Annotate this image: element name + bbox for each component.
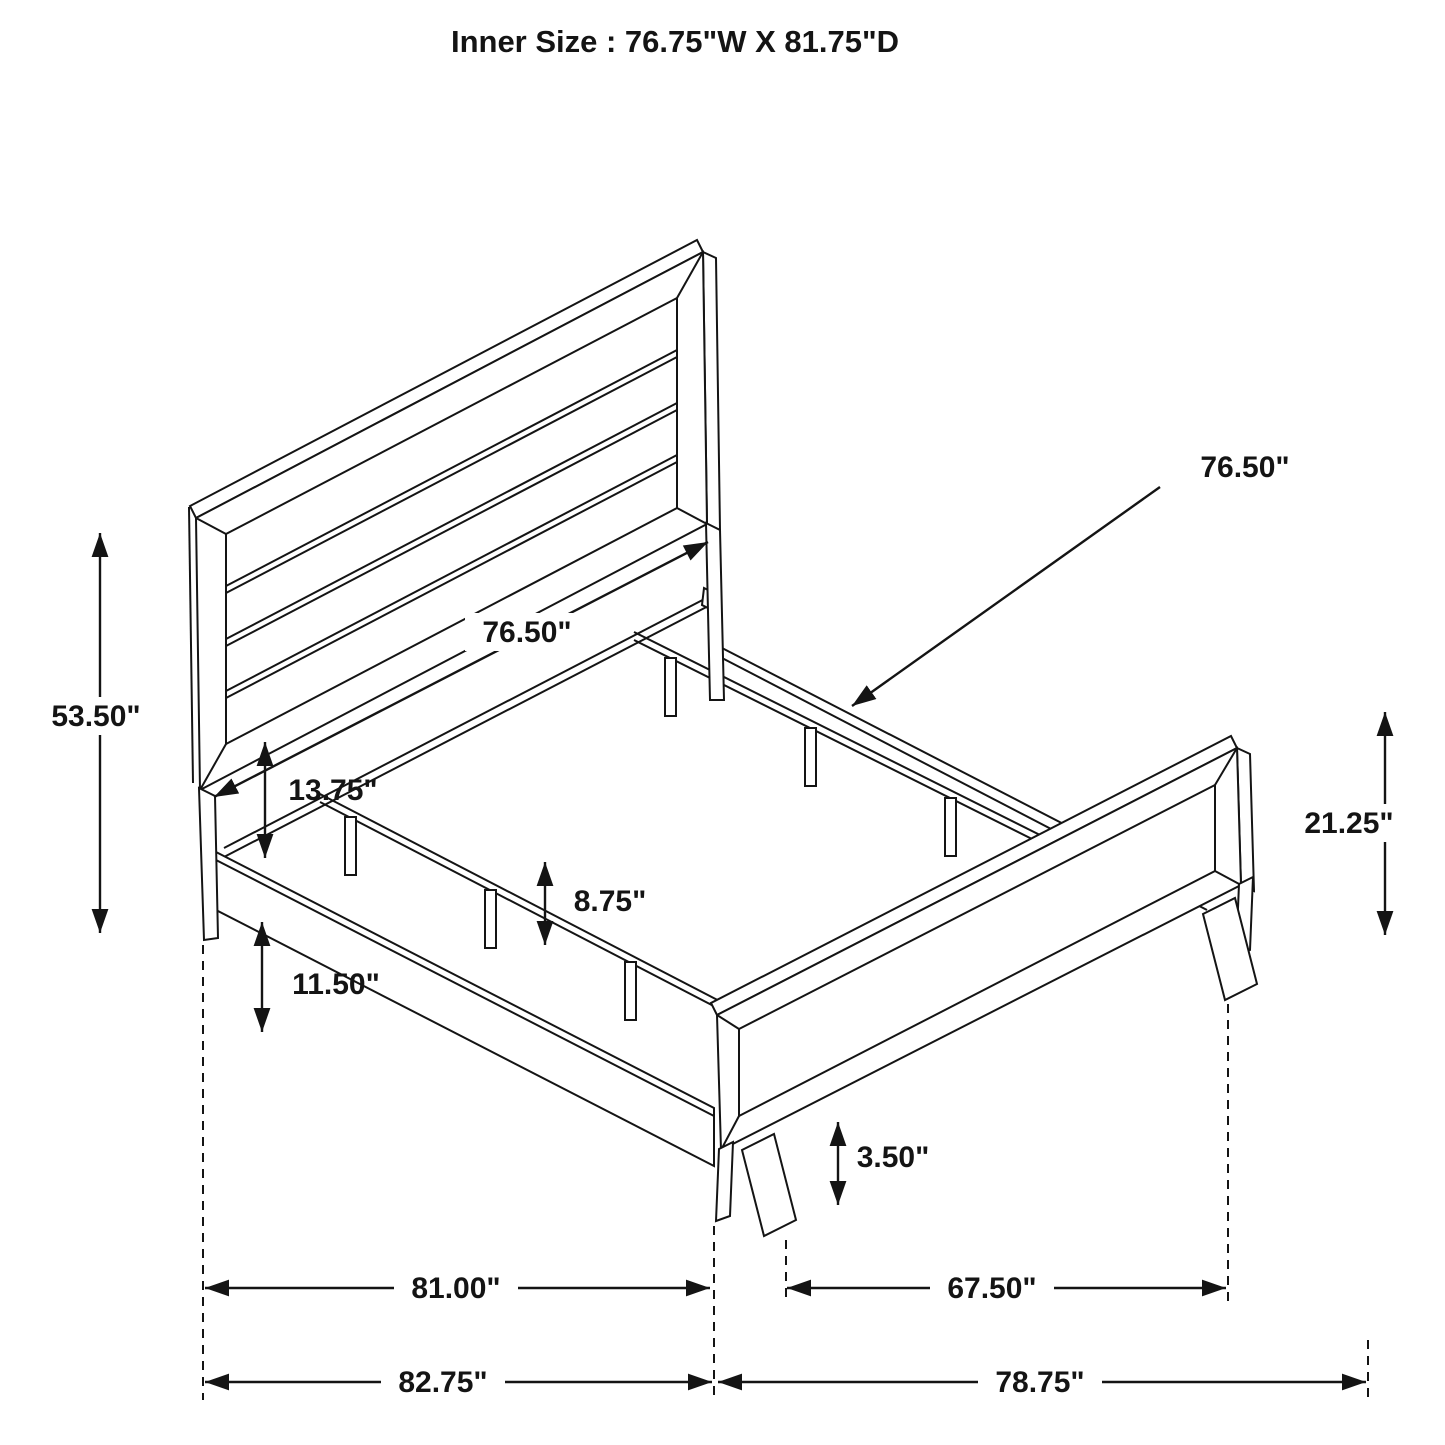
dim-headboard-width: 76.50" (213, 540, 709, 799)
dim-label: 8.75" (574, 885, 647, 918)
dim-label: 76.50" (1200, 451, 1289, 484)
dim-overall-length: 82.75" (205, 1363, 712, 1401)
footboard-right-foot (1201, 896, 1259, 1002)
headboard-left-leg (197, 786, 220, 942)
footboard-panel (715, 746, 1243, 1152)
dim-rail-to-floor: 11.50" (253, 922, 380, 1032)
projection-lines (202, 945, 1369, 1400)
support-rail-2 (633, 631, 1055, 857)
dim-foot-height: 3.50" (829, 1122, 930, 1205)
page-title: Inner Size : 76.75"W X 81.75"D (451, 24, 899, 59)
dim-footboard-height: 21.25" (1287, 712, 1411, 935)
footboard (709, 734, 1259, 1238)
dim-label: 13.75" (288, 774, 377, 807)
dim-rail-width: 76.50" (851, 451, 1290, 707)
dim-frame-length: 81.00" (205, 1269, 710, 1307)
footboard-left-foot (740, 1132, 798, 1238)
support-rail-1 (319, 793, 732, 1021)
dim-headboard-to-rail: 13.75" (256, 742, 378, 858)
dim-label: 11.50" (292, 968, 380, 1001)
dim-label: 21.25" (1304, 807, 1393, 840)
dimension-annotations: 53.50" 76.50" 76.50" 13.75" 11.50" 8.75" (38, 451, 1411, 1401)
support-leg (624, 961, 637, 1021)
dim-support-rail-height: 8.75" (536, 862, 647, 945)
dim-overall-width: 78.75" (718, 1363, 1366, 1401)
dim-label: 76.50" (482, 616, 571, 649)
dim-label: 53.50" (51, 700, 140, 733)
support-leg (944, 797, 957, 857)
support-leg (484, 889, 497, 949)
bed-frame-drawing (188, 238, 1259, 1238)
footboard-left-post (714, 1140, 735, 1223)
support-leg (344, 816, 357, 876)
support-leg (664, 657, 677, 717)
dim-footboard-span: 67.50" (787, 1269, 1226, 1307)
support-leg (804, 727, 817, 787)
dim-label: 78.75" (995, 1366, 1084, 1399)
dim-label: 3.50" (857, 1141, 930, 1174)
dim-headboard-height: 53.50" (38, 533, 154, 933)
dim-label: 81.00" (411, 1272, 500, 1305)
dim-label: 82.75" (398, 1366, 487, 1399)
headboard (188, 238, 726, 942)
headboard-right-leg (704, 521, 726, 701)
dim-label: 67.50" (947, 1272, 1036, 1305)
